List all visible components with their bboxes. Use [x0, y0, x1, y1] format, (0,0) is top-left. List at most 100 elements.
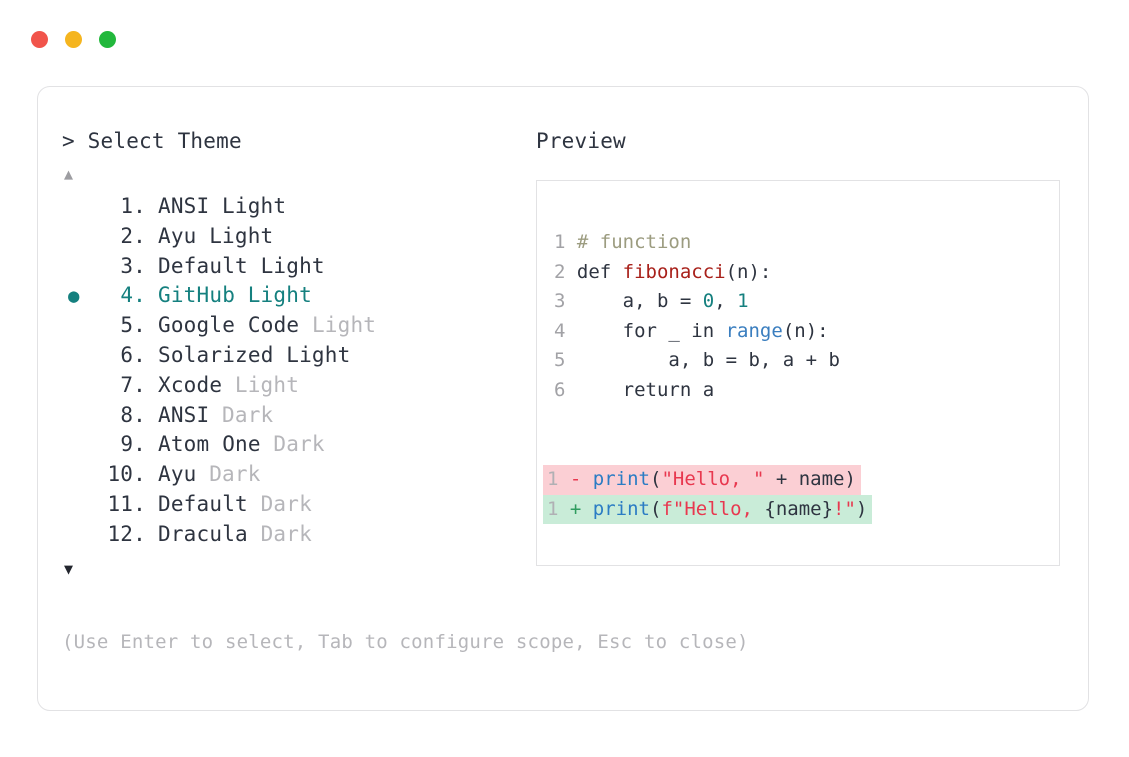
theme-item-variant: Dark	[222, 402, 274, 427]
theme-list-item[interactable]: ●4.GitHub Light	[62, 281, 532, 311]
theme-item-name: Default	[158, 253, 248, 278]
spacer	[197, 222, 210, 252]
theme-item-name: Atom One	[158, 432, 261, 457]
code-token: + name)	[764, 468, 856, 490]
diff-sign: +	[569, 497, 593, 520]
code-token: for _ in	[576, 319, 726, 342]
code-token: def	[576, 260, 623, 283]
scroll-down-icon[interactable]: ▼	[64, 559, 74, 578]
code-token: range	[725, 319, 783, 342]
theme-item-index: 7.	[120, 372, 146, 397]
theme-item-name: Xcode	[158, 372, 223, 397]
theme-item-index: 11.	[107, 491, 146, 516]
spacer	[261, 430, 274, 460]
line-number: 1	[554, 231, 577, 253]
code-token: a, b =	[576, 290, 703, 312]
code-token: f"Hello,	[661, 497, 765, 520]
theme-item-name: Google Code	[158, 313, 300, 338]
spacer	[274, 341, 287, 371]
theme-item-index: 10.	[107, 462, 146, 487]
theme-item-name: ANSI	[158, 194, 210, 218]
code-token: a, b = b, a + b	[576, 349, 840, 371]
theme-list-item[interactable]: 2.Ayu Light	[62, 222, 532, 252]
theme-item-index: 3.	[120, 253, 146, 278]
spacer	[248, 490, 261, 520]
spacer	[222, 371, 235, 401]
theme-item-name: ANSI	[158, 402, 210, 427]
line-number: 5	[554, 349, 577, 371]
preview-label: Preview	[536, 129, 626, 153]
diff-sign: -	[569, 468, 593, 490]
theme-item-name: Ayu	[158, 223, 197, 248]
code-token: )	[855, 497, 868, 520]
theme-list-item[interactable]: 9. Atom One Dark	[62, 430, 532, 460]
theme-item-variant: Dark	[260, 521, 312, 546]
diff-line-wrapper: 1 - print("Hello, " + name)	[543, 465, 1053, 495]
theme-item-index: 8.	[120, 402, 146, 427]
theme-list-item[interactable]: 1.ANSI Light	[62, 192, 532, 222]
theme-item-variant: Light	[260, 253, 325, 278]
theme-item-variant: Dark	[273, 432, 325, 457]
theme-item-index: 2.	[120, 223, 146, 248]
theme-item-name: GitHub	[158, 283, 236, 308]
theme-list-item[interactable]: 6. Solarized Light	[62, 341, 532, 371]
code-token: print	[592, 497, 650, 520]
line-number: 6	[554, 378, 577, 401]
code-token: (	[649, 497, 662, 520]
code-token: (n):	[782, 319, 829, 342]
spacer	[248, 520, 261, 550]
code-token: {name}	[764, 497, 834, 520]
theme-item-index: 9.	[120, 432, 146, 457]
code-token: !"	[833, 497, 856, 520]
diff-line-number: 1	[547, 497, 570, 520]
spacer	[197, 460, 210, 490]
minimize-button[interactable]	[65, 31, 82, 48]
theme-item-index: 6.	[120, 342, 146, 367]
close-button[interactable]	[31, 31, 48, 48]
code-line: 3 a, b = 0, 1	[554, 287, 1053, 317]
theme-item-name: Dracula	[158, 521, 248, 546]
spacer	[209, 401, 222, 431]
spacer	[235, 281, 248, 311]
scroll-up-icon[interactable]: ▲	[64, 165, 74, 183]
theme-item-variant: Light	[311, 313, 377, 338]
theme-item-variant: Light	[222, 194, 287, 218]
code-line: 6 return a	[554, 376, 1053, 406]
theme-list-item[interactable]: 3. Default Light	[62, 252, 532, 282]
theme-item-index: 5.	[120, 313, 146, 338]
code-token: 0	[702, 290, 715, 312]
code-token: print	[592, 468, 650, 490]
line-number: 4	[554, 319, 577, 342]
diff-line-wrapper: 1 + print(f"Hello, {name}!")	[543, 494, 1053, 524]
theme-list-item[interactable]: 5. Google Code Light	[62, 311, 532, 341]
theme-item-variant: Dark	[260, 491, 312, 516]
code-line: 2 def fibonacci(n):	[554, 258, 1053, 288]
diff-sample: 1 - print("Hello, " + name)1 + print(f"H…	[543, 465, 1053, 524]
spacer	[248, 252, 261, 282]
code-line: 4 for _ in range(n):	[554, 317, 1053, 347]
maximize-button[interactable]	[99, 31, 116, 48]
theme-list-item[interactable]: 11. Default Dark	[62, 490, 532, 520]
code-token: # function	[576, 231, 692, 253]
theme-item-name: Solarized	[158, 342, 274, 367]
theme-item-variant: Light	[234, 372, 300, 397]
code-line: 5 a, b = b, a + b	[554, 346, 1053, 376]
code-token: "Hello, "	[661, 468, 765, 490]
theme-item-variant: Light	[286, 342, 351, 367]
theme-list-item[interactable]: 7. Xcode Light	[62, 371, 532, 401]
theme-list-item[interactable]: 10.Ayu Dark	[62, 460, 532, 490]
theme-list-item[interactable]: 8. ANSI Dark	[62, 401, 532, 431]
diff-line-number: 1	[547, 468, 570, 490]
theme-item-name: Default	[158, 491, 248, 516]
code-line: 1 # function	[554, 228, 1053, 258]
code-token: (n):	[725, 260, 772, 283]
theme-list-item[interactable]: 12.Dracula Dark	[62, 520, 532, 550]
code-token: ,	[714, 290, 738, 312]
code-token: fibonacci	[622, 260, 726, 283]
